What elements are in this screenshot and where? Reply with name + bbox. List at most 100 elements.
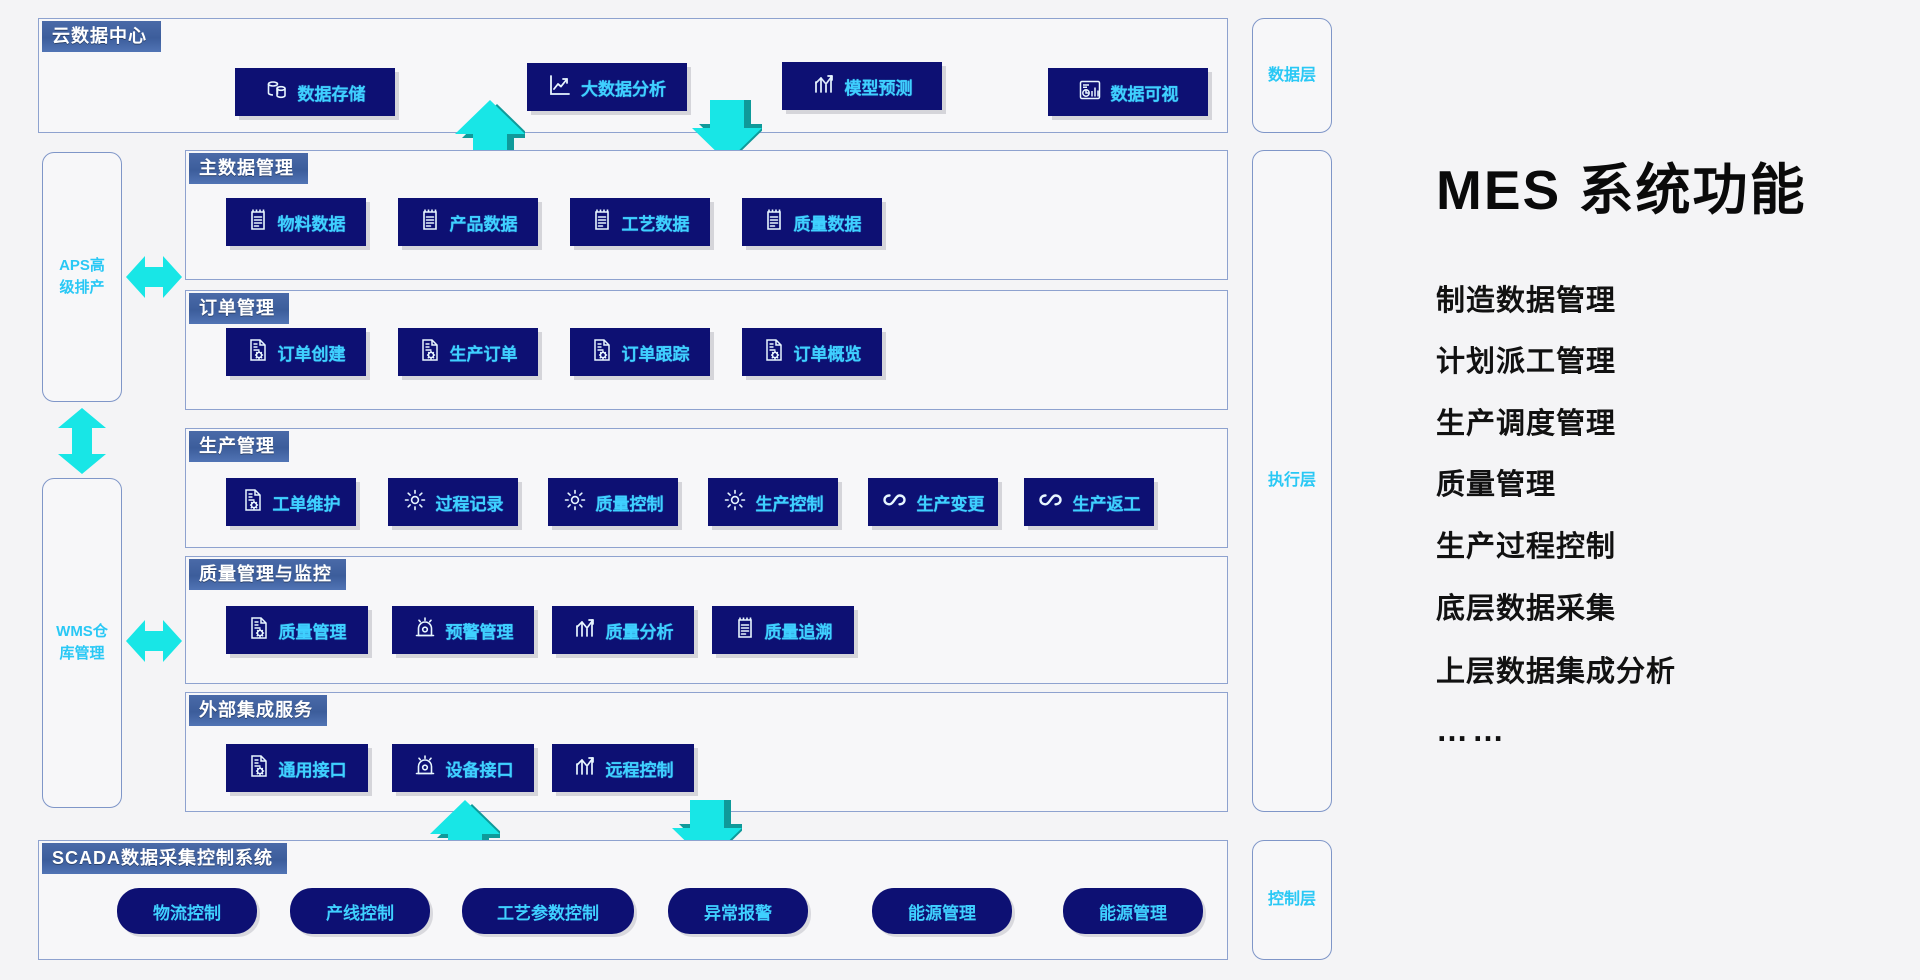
card-order-tracking[interactable]: 订单跟踪	[570, 328, 710, 376]
gear-icon	[563, 488, 587, 517]
notepad-icon	[734, 616, 756, 645]
card-label: 质量管理	[278, 622, 347, 642]
gear-icon	[403, 488, 427, 517]
card-process-record[interactable]: 过程记录	[388, 478, 518, 526]
alarm-icon	[413, 616, 437, 645]
pill-process-parameter-control[interactable]: 工艺参数控制	[462, 888, 634, 934]
card-process-data[interactable]: 工艺数据	[570, 198, 710, 246]
bar-trend-icon	[573, 754, 597, 783]
feature-item-1: 计划派工管理	[1436, 346, 1617, 378]
infinity-icon	[882, 490, 908, 515]
card-label: 大数据分析	[581, 79, 666, 99]
arrow-down-to-control	[672, 796, 749, 867]
feature-item-2: 生产调度管理	[1436, 408, 1617, 440]
arrow-wms-to-exec	[126, 618, 182, 669]
master-data-caption: 主数据管理	[189, 153, 308, 185]
card-order-create[interactable]: 订单创建	[226, 328, 366, 376]
pill-label: 物流控制	[153, 903, 221, 923]
card-order-overview[interactable]: 订单概览	[742, 328, 882, 376]
right-panel-title: MES 系统功能	[1436, 159, 1807, 221]
arrow-up-to-exec	[430, 800, 507, 867]
external-integration-panel	[185, 692, 1228, 812]
doc-gear-icon	[242, 488, 264, 517]
card-quality-control[interactable]: 质量控制	[548, 478, 678, 526]
card-workorder-maintenance[interactable]: 工单维护	[226, 478, 356, 526]
feature-item-6: 上层数据集成分析	[1436, 656, 1677, 688]
quality-monitoring-caption: 质量管理与监控	[189, 559, 346, 591]
doc-gear-icon	[248, 616, 270, 645]
card-label: 物料数据	[277, 214, 346, 234]
pill-energy-management-2[interactable]: 能源管理	[1063, 888, 1203, 934]
pill-logistics-control[interactable]: 物流控制	[117, 888, 257, 934]
pill-line-control[interactable]: 产线控制	[290, 888, 430, 934]
card-device-interface[interactable]: 设备接口	[392, 744, 534, 792]
dashboard-icon	[1078, 78, 1102, 107]
card-remote-control[interactable]: 远程控制	[552, 744, 694, 792]
production-management-caption: 生产管理	[189, 431, 289, 463]
database-icon	[265, 78, 289, 107]
pill-energy-management-1[interactable]: 能源管理	[872, 888, 1012, 934]
alarm-icon	[413, 754, 437, 783]
card-label: 数据存储	[297, 84, 366, 104]
card-general-interface[interactable]: 通用接口	[226, 744, 368, 792]
doc-gear-icon	[247, 338, 269, 367]
doc-gear-icon	[248, 754, 270, 783]
card-model-prediction[interactable]: 模型预测	[782, 62, 942, 110]
arrow-up-to-cloud	[455, 100, 532, 167]
module-label: APS高级排产	[59, 257, 105, 296]
card-production-order[interactable]: 生产订单	[398, 328, 538, 376]
card-quality-analysis[interactable]: 质量分析	[552, 606, 694, 654]
card-label: 通用接口	[278, 760, 347, 780]
card-alarm-management[interactable]: 预警管理	[392, 606, 534, 654]
bar-trend-icon	[812, 72, 836, 101]
arrow-down-from-cloud	[692, 96, 769, 167]
feature-item-0: 制造数据管理	[1436, 285, 1617, 317]
feature-item-4: 生产过程控制	[1436, 531, 1617, 563]
module-wms[interactable]: WMS仓库管理	[42, 478, 122, 808]
card-label: 质量控制	[595, 494, 664, 514]
card-label: 工艺数据	[621, 214, 690, 234]
card-label: 生产返工	[1072, 494, 1141, 514]
notepad-icon	[591, 208, 613, 237]
layer-label: 控制层	[1267, 891, 1316, 909]
order-management-caption: 订单管理	[189, 293, 289, 325]
card-label: 质量追溯	[764, 622, 833, 642]
feature-item-7: ……	[1436, 712, 1508, 748]
card-product-data[interactable]: 产品数据	[398, 198, 538, 246]
card-quality-data[interactable]: 质量数据	[742, 198, 882, 246]
card-production-control[interactable]: 生产控制	[708, 478, 838, 526]
card-label: 设备接口	[445, 760, 514, 780]
arrow-vertical-double	[58, 408, 106, 479]
card-label: 模型预测	[844, 78, 913, 98]
card-label: 订单创建	[277, 344, 346, 364]
card-label: 过程记录	[435, 494, 504, 514]
module-label: WMS仓库管理	[56, 623, 108, 662]
arrow-aps-to-exec	[126, 254, 182, 305]
card-label: 远程控制	[605, 760, 674, 780]
card-quality-traceability[interactable]: 质量追溯	[712, 606, 854, 654]
pill-label: 异常报警	[704, 903, 772, 923]
layer-label: 执行层	[1267, 472, 1316, 490]
card-material-data[interactable]: 物料数据	[226, 198, 366, 246]
card-quality-management[interactable]: 质量管理	[226, 606, 368, 654]
doc-gear-icon	[763, 338, 785, 367]
pill-abnormal-alarm[interactable]: 异常报警	[668, 888, 808, 934]
layer-box-data: 数据层	[1252, 18, 1332, 133]
card-data-visualization[interactable]: 数据可视	[1048, 68, 1208, 116]
card-label: 生产变更	[916, 494, 985, 514]
card-production-rework[interactable]: 生产返工	[1024, 478, 1154, 526]
card-label: 质量分析	[605, 622, 674, 642]
module-aps[interactable]: APS高级排产	[42, 152, 122, 402]
notepad-icon	[763, 208, 785, 237]
card-label: 订单概览	[793, 344, 862, 364]
card-production-change[interactable]: 生产变更	[868, 478, 998, 526]
scada-caption: SCADA数据采集控制系统	[42, 843, 288, 875]
gear-icon	[723, 488, 747, 517]
card-data-storage[interactable]: 数据存储	[235, 68, 395, 116]
card-bigdata-analysis[interactable]: 大数据分析	[527, 63, 687, 111]
card-label: 质量数据	[793, 214, 862, 234]
cloud-data-center-caption: 云数据中心	[42, 21, 161, 53]
notepad-icon	[419, 208, 441, 237]
line-chart-icon	[548, 73, 572, 102]
